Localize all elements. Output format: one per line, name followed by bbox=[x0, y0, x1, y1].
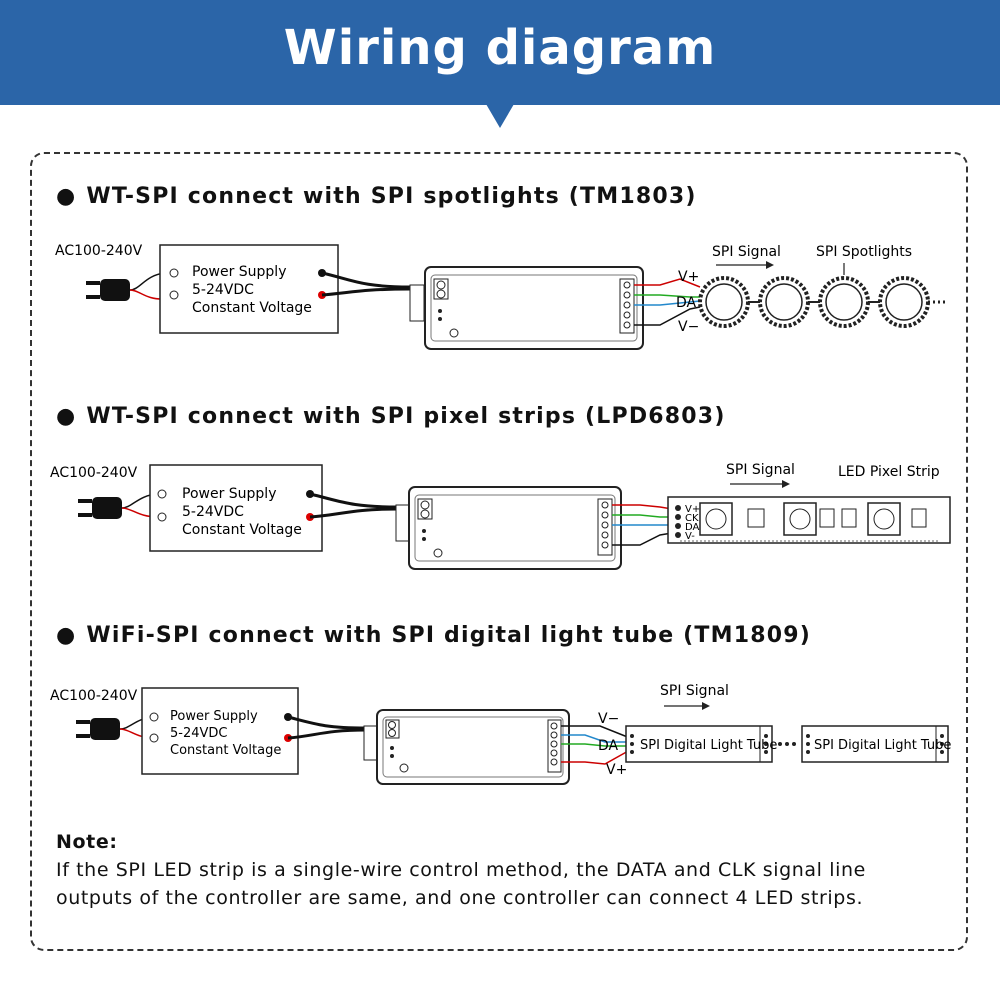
psu-line-2: 5-24VDC bbox=[182, 504, 244, 520]
digital-light-tube-1 bbox=[625, 725, 773, 763]
section-1-heading-text: WT-SPI connect with SPI spotlights (TM18… bbox=[86, 184, 697, 209]
led-pixel-strip bbox=[667, 496, 951, 544]
wire-label-vplus: V+ bbox=[678, 269, 699, 285]
signal-arrow-icon bbox=[782, 480, 790, 488]
signal-arrow-icon bbox=[702, 702, 710, 710]
psu-line-3: Constant Voltage bbox=[170, 743, 281, 758]
wire-label-vplus: V+ bbox=[606, 762, 627, 778]
psu-line-1: Power Supply bbox=[170, 709, 258, 724]
psu-line-3: Constant Voltage bbox=[192, 300, 312, 316]
section-2-heading: ● WT-SPI connect with SPI pixel strips (L… bbox=[56, 404, 726, 429]
pin-label-da: DA bbox=[685, 522, 700, 533]
power-supply-box bbox=[141, 687, 299, 775]
wire-label-vminus: V− bbox=[598, 711, 619, 727]
note-line-1: If the SPI LED strip is a single-wire co… bbox=[56, 859, 866, 881]
wire-label-da: DA bbox=[598, 738, 619, 754]
section-3-heading: ● WiFi-SPI connect with SPI digital light… bbox=[56, 623, 811, 648]
spi-signal-label: SPI Signal bbox=[726, 462, 795, 478]
section-1-diagram: AC100-240V Power Supply 5-24VDC Constant… bbox=[0, 235, 1000, 355]
load-label: LED Pixel Strip bbox=[838, 464, 940, 480]
signal-arrow-icon bbox=[766, 261, 774, 269]
psu-line-3: Constant Voltage bbox=[182, 522, 302, 538]
tube-1-label: SPI Digital Light Tube bbox=[640, 738, 777, 753]
section-3-heading-text: WiFi-SPI connect with SPI digital light … bbox=[86, 623, 812, 648]
note-title: Note: bbox=[56, 831, 118, 853]
ac-input-label: AC100-240V bbox=[55, 243, 143, 259]
pin-label-vminus: V- bbox=[685, 531, 695, 542]
section-1-heading: ● WT-SPI connect with SPI spotlights (TM1… bbox=[56, 184, 697, 209]
power-supply-box bbox=[149, 464, 323, 552]
psu-line-2: 5-24VDC bbox=[192, 282, 254, 298]
spi-controller bbox=[395, 486, 622, 570]
title-banner: Wiring diagram bbox=[0, 0, 1000, 105]
bullet-icon: ● bbox=[56, 184, 77, 209]
section-3-diagram: AC100-240V Power Supply 5-24VDC Constant… bbox=[0, 680, 1000, 790]
pin-label-ck: CK bbox=[685, 513, 699, 524]
wire-label-da: DA bbox=[676, 295, 697, 311]
ellipsis-dots bbox=[778, 742, 796, 746]
psu-line-1: Power Supply bbox=[192, 264, 287, 280]
power-supply-box bbox=[159, 244, 339, 334]
pin-label-vplus: V+ bbox=[685, 504, 700, 515]
page-title: Wiring diagram bbox=[283, 20, 717, 76]
section-2-diagram: AC100-240V Power Supply 5-24VDC Constant… bbox=[0, 457, 1000, 577]
ac-input-label: AC100-240V bbox=[50, 465, 138, 481]
psu-line-1: Power Supply bbox=[182, 486, 277, 502]
spi-signal-label: SPI Signal bbox=[660, 683, 729, 699]
digital-light-tube-2 bbox=[801, 725, 949, 763]
section-2-heading-text: WT-SPI connect with SPI pixel strips (LP… bbox=[86, 404, 726, 429]
diagram-frame bbox=[30, 152, 968, 951]
wifi-spi-controller bbox=[363, 709, 570, 785]
ac-plug-icon bbox=[78, 493, 159, 519]
load-label: SPI Spotlights bbox=[816, 244, 912, 260]
ac-input-label: AC100-240V bbox=[50, 688, 138, 704]
note-line-2: outputs of the controller are same, and … bbox=[56, 887, 864, 909]
spi-controller bbox=[409, 266, 644, 350]
psu-line-2: 5-24VDC bbox=[170, 726, 227, 741]
bullet-icon: ● bbox=[56, 404, 77, 429]
wire-label-vminus: V− bbox=[678, 319, 699, 335]
spi-signal-label: SPI Signal bbox=[712, 244, 781, 260]
tube-2-label: SPI Digital Light Tube bbox=[814, 738, 951, 753]
ac-plug-icon bbox=[86, 272, 166, 301]
bullet-icon: ● bbox=[56, 623, 77, 648]
banner-pointer bbox=[486, 104, 514, 128]
note-block: Note: If the SPI LED strip is a single-w… bbox=[56, 828, 866, 912]
spi-spotlight-chain bbox=[698, 276, 948, 328]
